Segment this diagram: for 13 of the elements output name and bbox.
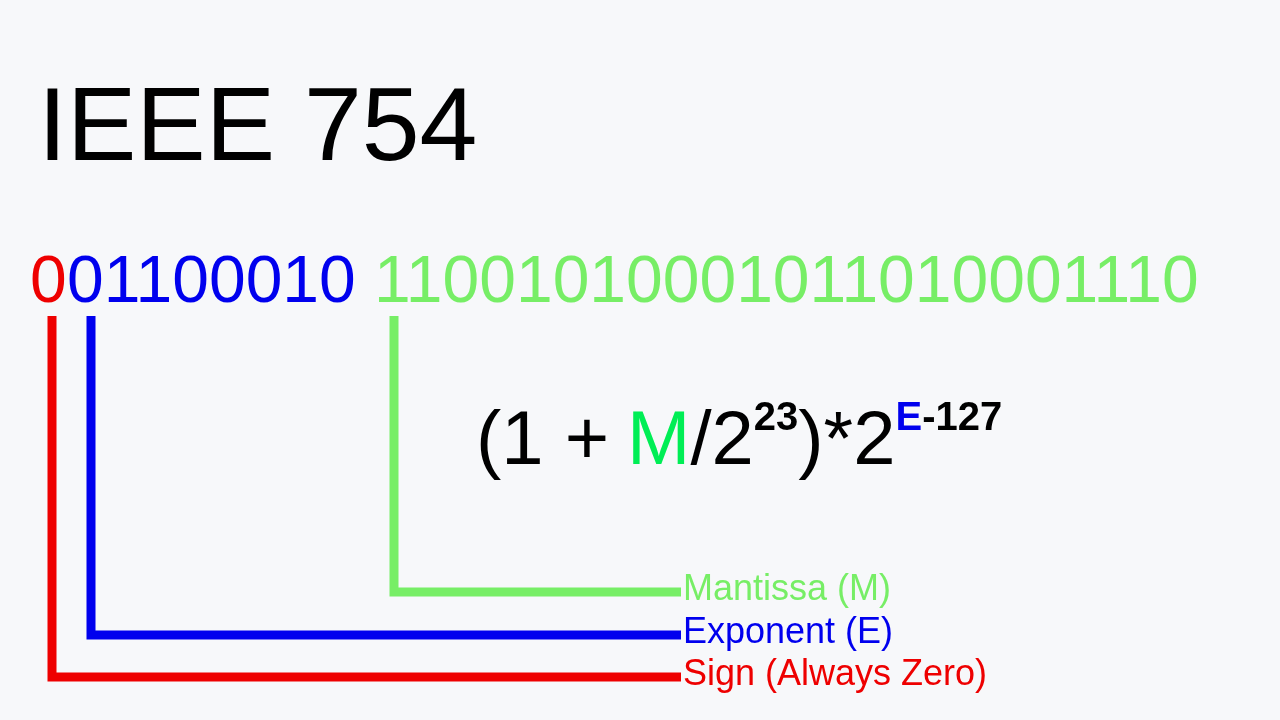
leader-line [389,316,681,597]
sign-bit: 0 [30,246,67,312]
field-label: Mantissa (M) [683,570,892,606]
field-label: Sign (Always Zero) [683,655,988,691]
title: IEEE 754 [38,72,478,176]
field-label: Exponent (E) [683,613,894,649]
formula-exponent: -127 [922,396,1003,436]
leader-line [47,316,681,682]
formula-variable: M [627,400,691,476]
exponent-bits: 01100010 [67,246,356,312]
formula-exponent: E [895,396,923,436]
leader-line [86,316,681,640]
mantissa-bits: 11001010001011010001110 [374,246,1199,312]
